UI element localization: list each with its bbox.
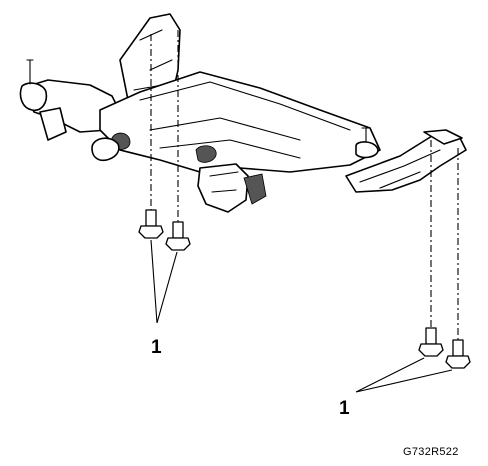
subframe [19,13,467,213]
bolt-rear-right-2 [445,339,471,369]
bolt-front-left-2 [165,221,191,251]
alignment-guides [150,30,459,340]
leader-lines-right [355,357,453,393]
bolt-rear-right-1 [418,327,444,357]
callout-label-right: 1 [339,398,350,419]
callout-label-left: 1 [151,337,162,358]
bolt-front-left-1 [138,209,164,239]
leader-lines-left [150,239,178,324]
figure-code: G732R522 [403,446,459,458]
